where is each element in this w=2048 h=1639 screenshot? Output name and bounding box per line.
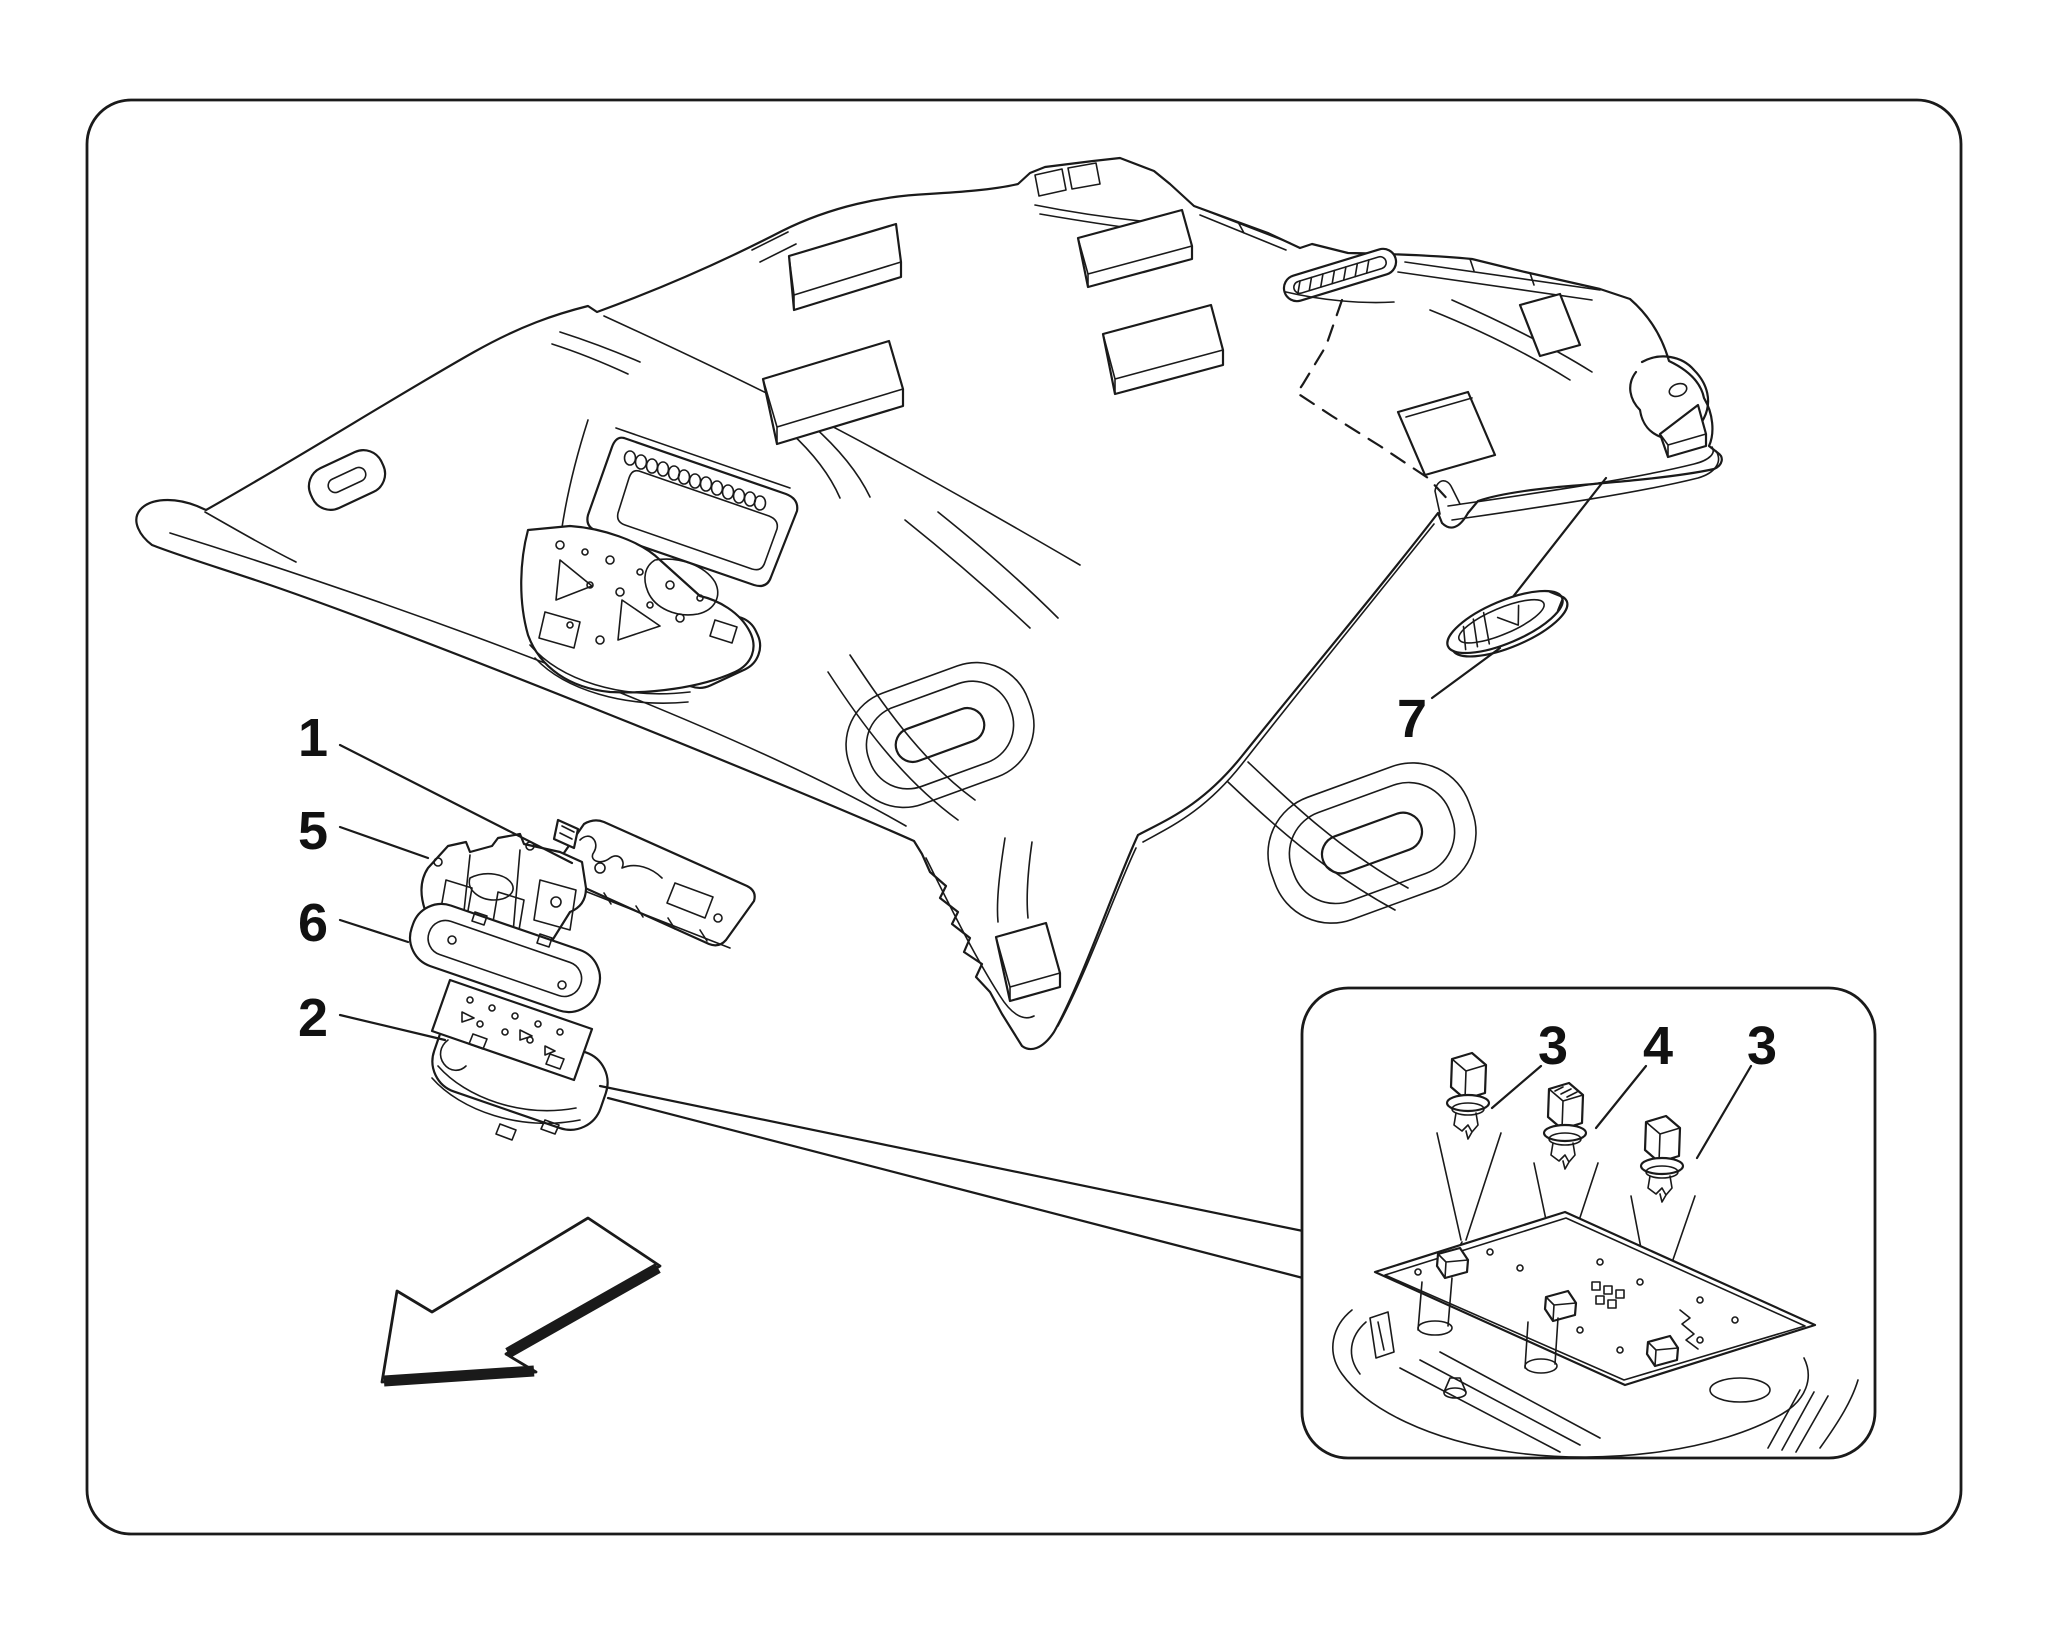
- leader-5: [338, 825, 430, 860]
- surface-creases: [551, 205, 1601, 923]
- callout-4-label: 4: [1643, 1016, 1673, 1076]
- callout-5-label: 5: [298, 801, 328, 861]
- leader-6: [338, 918, 410, 944]
- right-strip-pad: [1518, 292, 1582, 358]
- board-socket-right: [1645, 1334, 1680, 1368]
- headliner-outline: [135, 156, 1723, 1051]
- part6-frame: [408, 902, 602, 1016]
- exploded-parts: 1 5 6 2: [298, 708, 756, 1141]
- callout-1-label: 1: [298, 708, 328, 768]
- tail-square-pad: [994, 921, 1062, 1003]
- console-bracket: [520, 524, 755, 704]
- leader-1: [338, 743, 574, 865]
- leader-2: [338, 1013, 447, 1042]
- foam-pad-top-right: [1076, 208, 1194, 289]
- handle-recess-rear: [1267, 762, 1477, 924]
- foam-pad-mid-right: [1101, 303, 1225, 396]
- leader-4: [1594, 1064, 1648, 1130]
- foam-pad-mid-left: [761, 339, 905, 446]
- dashed-locator-line: [1295, 298, 1454, 506]
- part7-locator-line: [1510, 476, 1608, 600]
- inset-circuit-board: [1373, 1210, 1817, 1387]
- right-corner-knob: [1629, 355, 1710, 459]
- board-socket-center: [1543, 1289, 1578, 1323]
- callout-7-label: 7: [1397, 689, 1427, 749]
- callout-2-label: 2: [298, 988, 328, 1048]
- foam-pad-top-left: [787, 222, 903, 312]
- handle-recess-right: [845, 661, 1035, 809]
- callout-3-left-label: 3: [1538, 1016, 1568, 1076]
- detail-pointer-wedge: [598, 1084, 1305, 1280]
- inset-lamp-housing: [1332, 1277, 1859, 1458]
- leader-3-left: [1490, 1064, 1543, 1110]
- leader-3-right: [1695, 1064, 1753, 1160]
- part7-lens: 7: [1397, 476, 1608, 749]
- lamp-slot-hatched: [1282, 247, 1398, 304]
- console-opening: [586, 427, 799, 588]
- callout-6-label: 6: [298, 893, 328, 953]
- callout-3-right-label: 3: [1747, 1016, 1777, 1076]
- board-socket-left: [1435, 1246, 1470, 1280]
- headliner-panel: [135, 156, 1723, 1051]
- rear-lip: [1434, 446, 1720, 521]
- inset-detail-box: 3 4 3: [1300, 986, 1877, 1460]
- bulb-4-center: [1542, 1081, 1588, 1171]
- handle-recess-left: [307, 449, 387, 511]
- direction-arrow-icon: [380, 1216, 662, 1387]
- part7-leader-line: [1430, 646, 1502, 700]
- roof-top-tab: [1034, 162, 1151, 231]
- part2-light-assembly: [430, 978, 609, 1141]
